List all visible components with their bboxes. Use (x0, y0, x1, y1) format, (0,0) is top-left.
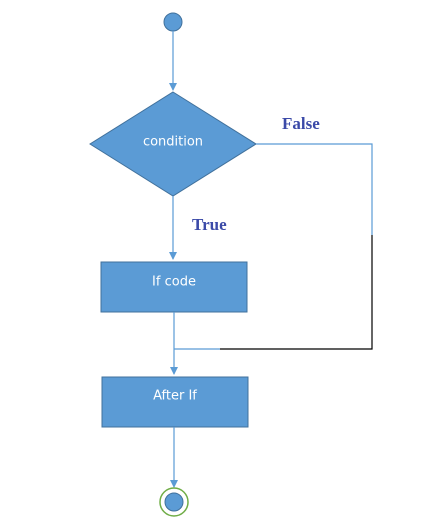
start-node (163, 12, 183, 32)
false-branch-return-line (220, 235, 373, 350)
false-branch-line (256, 143, 373, 235)
end-node (164, 492, 184, 512)
after-if-block (101, 376, 249, 428)
if-code-label: If code (152, 275, 196, 290)
false-label: False (282, 114, 320, 133)
if-code-block (100, 261, 248, 313)
after-if-label: After If (153, 389, 197, 404)
decision-label: condition (143, 135, 203, 150)
true-label: True (192, 215, 227, 234)
